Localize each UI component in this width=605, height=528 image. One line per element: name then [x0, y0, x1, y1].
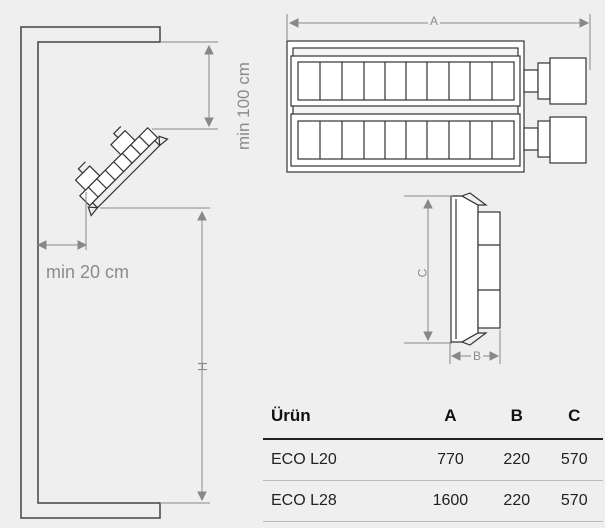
cell-b: 220	[488, 439, 546, 481]
cell-c: 570	[545, 439, 603, 481]
heater-mounted	[74, 125, 169, 217]
c-dimension	[404, 195, 452, 344]
min-side-label: min 20 cm	[46, 262, 130, 282]
header-product: Ürün	[263, 394, 413, 440]
min-top-dimension	[152, 41, 218, 130]
header-b: B	[488, 394, 546, 440]
h-dimension	[100, 207, 210, 504]
dimension-b-label: B	[471, 349, 484, 363]
dimension-h-label: H	[195, 361, 211, 372]
spec-table: Ürün A B C ECO L20 770 220 570 ECO L28 1…	[263, 394, 603, 522]
table-row: ECO L20 770 220 570	[263, 439, 603, 481]
cell-a: 1600	[412, 480, 489, 522]
header-c: C	[545, 394, 603, 440]
table-header-row: Ürün A B C	[263, 394, 603, 440]
heater-front-view	[286, 40, 587, 173]
cell-b: 220	[488, 480, 546, 522]
header-a: A	[412, 394, 489, 440]
min-top-label: min 100 cm	[234, 62, 253, 150]
min-side-dimension	[36, 192, 88, 250]
cell-a: 770	[412, 439, 489, 481]
cell-product: ECO L20	[263, 439, 413, 481]
heater-side-view	[450, 192, 501, 346]
cell-product: ECO L28	[263, 480, 413, 522]
dimension-c-label: C	[415, 268, 430, 278]
dimension-a-label: A	[428, 14, 441, 28]
cell-c: 570	[545, 480, 603, 522]
table-row: ECO L28 1600 220 570	[263, 480, 603, 522]
